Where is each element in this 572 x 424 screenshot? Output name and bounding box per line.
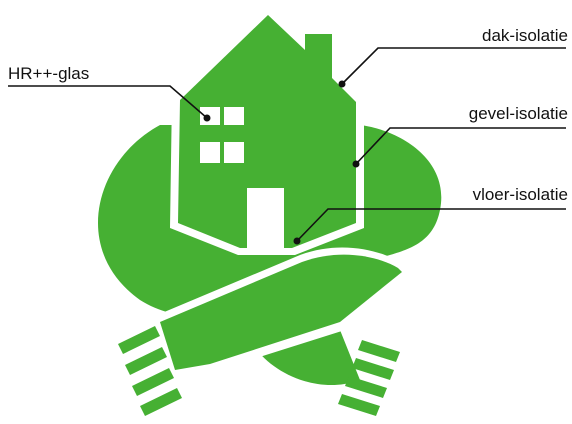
scarf-band — [160, 254, 402, 370]
label-roof-insulation: dak-isolatie — [482, 26, 568, 45]
leader-roof — [341, 47, 566, 85]
dot-facade — [352, 160, 360, 168]
leader-facade — [355, 127, 566, 165]
dot-glass — [203, 114, 211, 122]
scarf-fringe-left — [118, 326, 182, 416]
leader-floor — [296, 208, 566, 242]
dot-roof — [338, 80, 346, 88]
door-icon — [247, 188, 284, 254]
scarf-fringe-right — [338, 340, 400, 416]
leader-dots — [203, 80, 360, 245]
window-icon — [200, 107, 244, 163]
leader-lines — [8, 47, 566, 242]
dot-floor — [293, 237, 301, 245]
label-floor-insulation: vloer-isolatie — [472, 185, 568, 204]
label-facade-insulation: gevel-isolatie — [468, 104, 568, 123]
leader-glass — [8, 85, 208, 119]
house-icon — [178, 15, 356, 248]
label-glass: HR++-glas — [8, 64, 90, 83]
